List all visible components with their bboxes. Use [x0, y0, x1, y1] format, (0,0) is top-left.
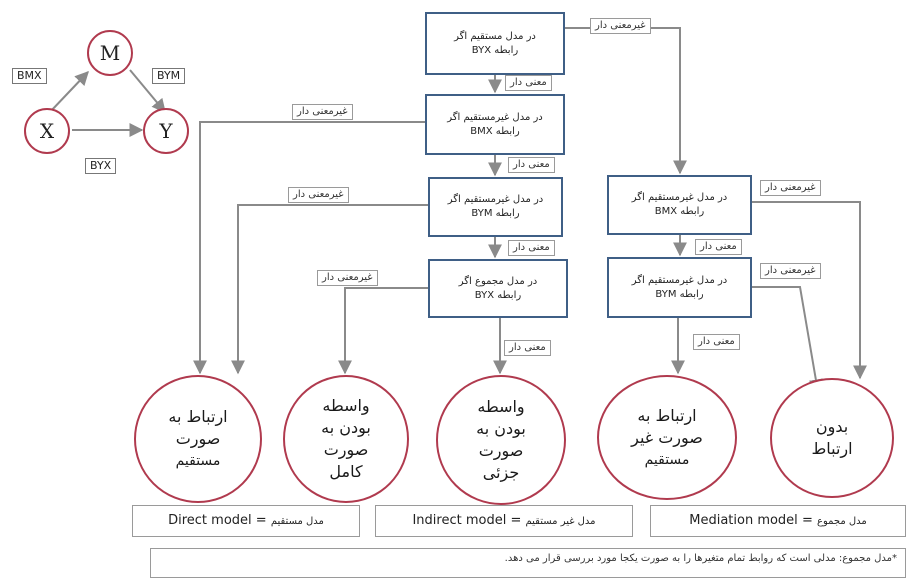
tag-significant: معنی دار	[693, 334, 740, 350]
tag-significant: معنی دار	[504, 340, 551, 356]
model-name: Mediation model	[689, 513, 798, 528]
model-mediation-box: Mediation model = مدل مجموع	[650, 505, 906, 537]
outcome-text: بودن به	[321, 418, 371, 437]
step-text: در مدل غیرمستقیم اگر	[447, 111, 543, 123]
outcome-text: مستقیم	[175, 453, 221, 469]
step-text: در مدل غیرمستقیم اگر	[447, 194, 544, 205]
step-direct-byx: در مدل مستقیم اگر رابطه BYX	[425, 12, 565, 75]
step-text: رابطه BYM	[655, 288, 704, 300]
tag-significant: معنی دار	[505, 75, 552, 91]
outcome-indirect: ارتباط به صورت غیر مستقیم	[597, 375, 737, 500]
model-name-fa: مدل مستقیم	[270, 516, 324, 527]
model-name-fa: مدل مجموع	[816, 516, 867, 527]
arrow-x-to-m	[49, 70, 89, 113]
arrow-step4-to-full	[338, 287, 428, 375]
node-m: M	[87, 30, 133, 76]
step-text: رابطه BMX	[654, 206, 705, 217]
model-name: Direct model	[168, 513, 252, 528]
outcome-text: صورت	[478, 441, 524, 460]
step-text: رابطه BYX	[471, 44, 519, 56]
step-text: در مدل غیرمستقیم اگر	[631, 192, 728, 203]
outcome-text: کامل	[329, 462, 363, 481]
outcome-text: واسطه	[477, 397, 525, 416]
tag-not-significant: غیرمعنی دار	[317, 270, 378, 286]
arrow-step1-to-step5	[565, 27, 687, 175]
outcome-text: جزئی	[482, 463, 520, 482]
node-y-label: Y	[159, 119, 173, 143]
outcome-text: ارتباط به	[637, 405, 697, 425]
model-name-fa: مدل غیر مستقیم	[525, 516, 596, 527]
outcome-text: صورت	[323, 440, 369, 459]
step-indirect-bmx: در مدل غیرمستقیم اگر رابطه BMX	[425, 94, 565, 155]
tag-not-significant: غیرمعنی دار	[590, 18, 651, 34]
step-text: در مدل غیرمستقیم اگر	[631, 274, 728, 286]
arrow-step6-to-none	[752, 286, 823, 394]
outcome-full-mediation: واسطه بودن به صورت کامل	[283, 375, 409, 503]
outcome-text: ارتباط به	[168, 407, 228, 426]
step-indirect-bym-right: در مدل غیرمستقیم اگر رابطه BYM	[607, 257, 752, 318]
step-text: رابطه BYM	[471, 208, 520, 219]
step-text: رابطه BMX	[470, 125, 520, 137]
arrow-step5-to-none	[752, 201, 867, 380]
model-equals: =	[801, 513, 813, 528]
outcome-text: صورت	[175, 429, 221, 448]
tag-significant: معنی دار	[695, 239, 742, 255]
outcome-text: ارتباط	[811, 439, 853, 458]
step-text: رابطه BYX	[474, 289, 522, 301]
step-indirect-bym: در مدل غیرمستقیم اگر رابطه BYM	[428, 177, 563, 237]
node-x-label: X	[39, 119, 55, 143]
tag-not-significant: غیرمعنی دار	[760, 180, 821, 196]
arrow-step2-to-direct	[193, 121, 425, 375]
tag-not-significant: غیرمعنی دار	[288, 187, 349, 203]
outcome-partial-mediation: واسطه بودن به صورت جزئی	[436, 375, 566, 505]
outcome-text: بدون	[815, 417, 849, 436]
edge-label-bmx: BMX	[12, 68, 47, 84]
model-direct-box: Direct model = مدل مستقیم	[132, 505, 360, 537]
tag-not-significant: غیرمعنی دار	[760, 263, 821, 279]
step-text: در مدل مجموع اگر	[458, 275, 538, 287]
mediation-definition-note: *مدل مجموع: مدلی است که روابط تمام متغیر…	[150, 548, 906, 578]
outcome-text: صورت غیر	[631, 427, 703, 447]
node-x: X	[24, 108, 70, 154]
node-y: Y	[143, 108, 189, 154]
outcome-text: بودن به	[476, 419, 526, 438]
outcome-text: واسطه	[322, 396, 370, 415]
step-mediation-byx: در مدل مجموع اگر رابطه BYX	[428, 259, 568, 318]
arrow-step3-to-direct	[231, 204, 428, 375]
outcome-no-relation: بدون ارتباط	[770, 378, 894, 498]
tag-significant: معنی دار	[508, 240, 555, 256]
node-m-label: M	[99, 41, 121, 65]
edge-label-byx: BYX	[85, 158, 117, 174]
step-indirect-bmx-right: در مدل غیرمستقیم اگر رابطه BMX	[607, 175, 752, 235]
step-text: در مدل مستقیم اگر	[454, 30, 536, 42]
model-equals: =	[255, 513, 267, 528]
model-equals: =	[510, 513, 522, 528]
arrow-m-to-y	[129, 69, 166, 114]
outcome-text: مستقیم	[644, 451, 690, 468]
outcome-direct: ارتباط به صورت مستقیم	[134, 375, 262, 503]
model-indirect-box: Indirect model = مدل غیر مستقیم	[375, 505, 633, 537]
tag-not-significant: غیرمعنی دار	[292, 104, 353, 120]
edge-label-bym: BYM	[152, 68, 186, 84]
tag-significant: معنی دار	[508, 157, 555, 173]
model-name: Indirect model	[412, 513, 507, 528]
